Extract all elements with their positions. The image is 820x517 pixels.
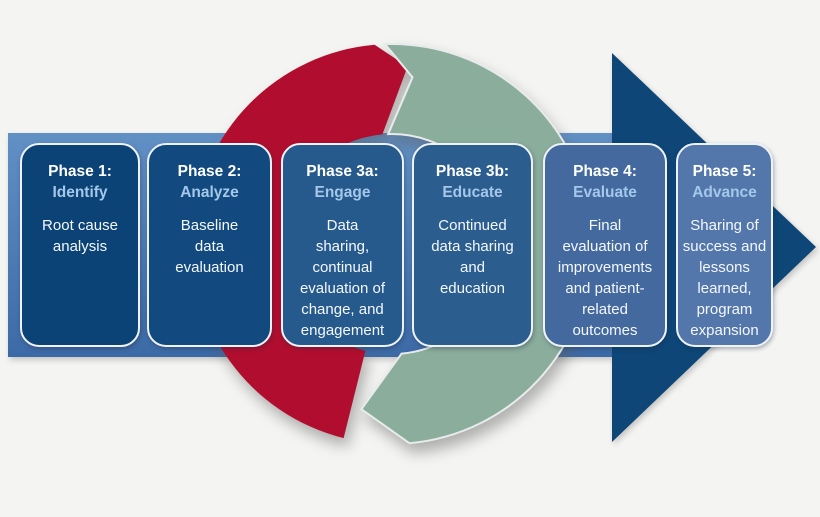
phase-subtitle: Advance xyxy=(692,184,757,201)
phase-subtitle: Analyze xyxy=(180,184,239,201)
phase-title: Phase 3a: xyxy=(306,163,379,180)
phase-title: Phase 2: xyxy=(177,163,242,180)
phase-box-3b: Phase 3b: Educate Continued data sharing… xyxy=(412,143,533,347)
phase-box-4: Phase 4: Evaluate Final evaluation of im… xyxy=(543,143,667,347)
phase-body: Root cause analysis xyxy=(42,217,118,255)
phase-subtitle: Evaluate xyxy=(573,184,637,201)
phase-title: Phase 3b: xyxy=(435,163,510,180)
phase-subtitle: Identify xyxy=(52,184,108,201)
phase-box-1: Phase 1: Identify Root cause analysis xyxy=(20,143,140,347)
phase-box-5: Phase 5: Advance Sharing of success and … xyxy=(676,143,773,347)
phase-body: Continued data sharing and education xyxy=(431,217,514,297)
phase-title: Phase 4: xyxy=(573,163,637,180)
phase-body: Final evaluation of improvements and pat… xyxy=(557,217,653,339)
phase-subtitle: Educate xyxy=(442,184,503,201)
phase-box-2: Phase 2: Analyze Baseline data evaluatio… xyxy=(147,143,272,347)
phase-body: Baseline data evaluation xyxy=(175,217,244,276)
phase-title: Phase 5: xyxy=(692,163,757,180)
phase-subtitle: Engage xyxy=(314,184,371,201)
phase-box-3a: Phase 3a: Engage Data sharing, continual… xyxy=(281,143,404,347)
phase-body: Data sharing, continual evaluation of ch… xyxy=(299,217,386,339)
phase-body: Sharing of success and lessons learned, … xyxy=(682,217,767,339)
phase-title: Phase 1: xyxy=(48,163,112,180)
